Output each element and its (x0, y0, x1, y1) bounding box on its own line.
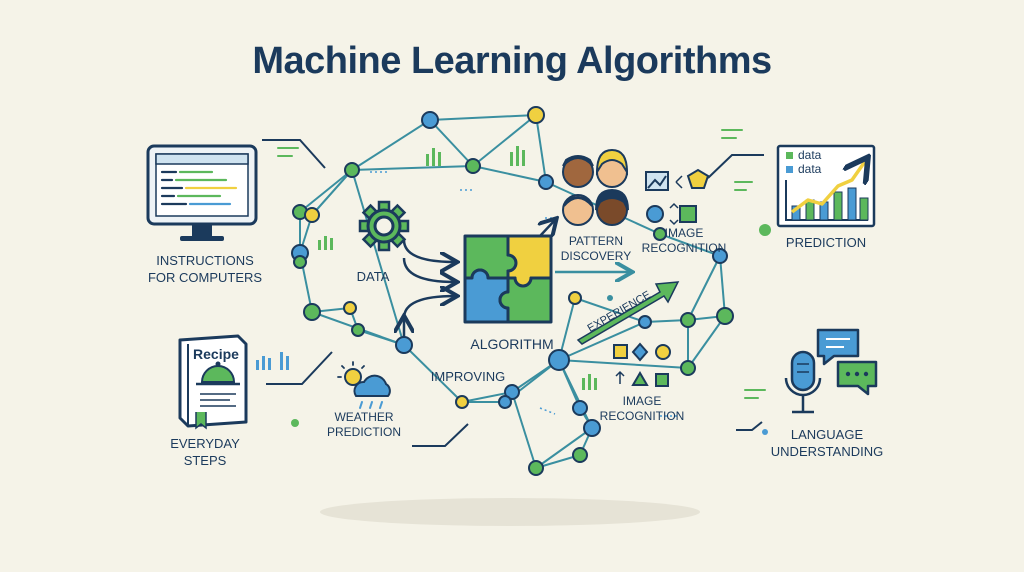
network-node (653, 227, 667, 241)
network-node (421, 111, 439, 129)
decor-dashes (277, 129, 766, 399)
network-node (304, 207, 320, 223)
shapes-icon-top (645, 168, 710, 226)
network-edge (719, 255, 726, 317)
floor-shadow (320, 498, 700, 526)
network-node (712, 248, 728, 264)
network-edge (351, 165, 474, 171)
computer-monitor-icon (146, 144, 258, 241)
network-nodes (291, 106, 734, 476)
label-algorithm: ALGORITHM (470, 336, 554, 352)
network-edge (461, 391, 513, 403)
decor-dots (291, 224, 771, 435)
label-everyday: EVERYDAY STEPS (170, 436, 240, 468)
label-image-top: IMAGE RECOGNITION (641, 226, 727, 255)
network-edge (429, 119, 474, 167)
label-instructions: INSTRUCTIONS FOR COMPUTERS (147, 253, 263, 285)
input-arrows (404, 220, 630, 338)
network-node (716, 307, 734, 325)
network-node (638, 315, 652, 329)
network-node (455, 395, 469, 409)
speech-bubble-icon (816, 328, 878, 396)
label-prediction: PREDICTION (785, 235, 867, 250)
label-language: LANGUAGE UNDERSTANDING (770, 427, 884, 459)
network-node (528, 460, 544, 476)
network-edge (659, 233, 721, 257)
network-node (351, 323, 365, 337)
chart-bar (847, 187, 857, 221)
network-node (303, 303, 321, 321)
network-node (680, 360, 696, 376)
chart-bar (859, 197, 869, 221)
network-edge (429, 114, 537, 121)
network-node (498, 395, 512, 409)
network-edge (311, 169, 353, 216)
experience-arrow (576, 281, 680, 345)
mini-bars-blue (256, 352, 289, 370)
network-edge (558, 321, 646, 361)
network-edge (558, 359, 593, 429)
label-pattern: PATTERN DISCOVERY (560, 234, 632, 263)
network-edge (574, 297, 646, 323)
mini-bars (318, 146, 597, 390)
network-edge (403, 344, 463, 403)
network-edge (299, 169, 353, 213)
network-edge (472, 114, 537, 167)
recipe-book-icon (178, 334, 248, 430)
puzzle-icon (463, 234, 553, 324)
gear-icon (358, 200, 410, 252)
page-title: Machine Learning Algorithms (252, 40, 772, 82)
network-edge (351, 119, 431, 171)
label-improving: IMPROVING (430, 369, 506, 384)
chart-legend-1: data (798, 148, 822, 162)
chart-bar (833, 191, 843, 221)
network-node (572, 400, 588, 416)
network-node (548, 349, 570, 371)
weather-icon (337, 361, 391, 409)
network-node (527, 106, 545, 124)
microphone-icon (784, 350, 822, 414)
network-edge (558, 359, 689, 369)
bar-chart-icon (776, 144, 876, 228)
network-node (568, 291, 582, 305)
network-node (465, 158, 481, 174)
network-edge (472, 165, 547, 183)
network-node (293, 255, 307, 269)
network-edge (351, 169, 405, 346)
network-node (538, 174, 554, 190)
network-node (504, 384, 520, 400)
label-weather: WEATHER PREDICTION (326, 410, 401, 439)
network-edge (687, 315, 726, 369)
network-node (395, 336, 413, 354)
network-edge (687, 255, 721, 321)
network-node (583, 419, 601, 437)
decor-dotted (370, 171, 680, 417)
chart-legend-2: data (798, 162, 822, 176)
label-image-bottom: IMAGE RECOGNITION (599, 394, 685, 423)
label-data: DATA (356, 269, 390, 284)
network-node (344, 162, 360, 178)
chart-bar (791, 205, 801, 221)
network-edge (535, 427, 593, 469)
network-node (343, 301, 357, 315)
network-edge (535, 114, 547, 183)
network-node (680, 312, 696, 328)
shapes-icon-bottom (613, 342, 671, 387)
label-recipe: Recipe (193, 346, 239, 362)
network-node (572, 447, 588, 463)
network-edge (511, 391, 537, 469)
leader-lines (262, 139, 764, 447)
faces-icon (562, 148, 629, 226)
